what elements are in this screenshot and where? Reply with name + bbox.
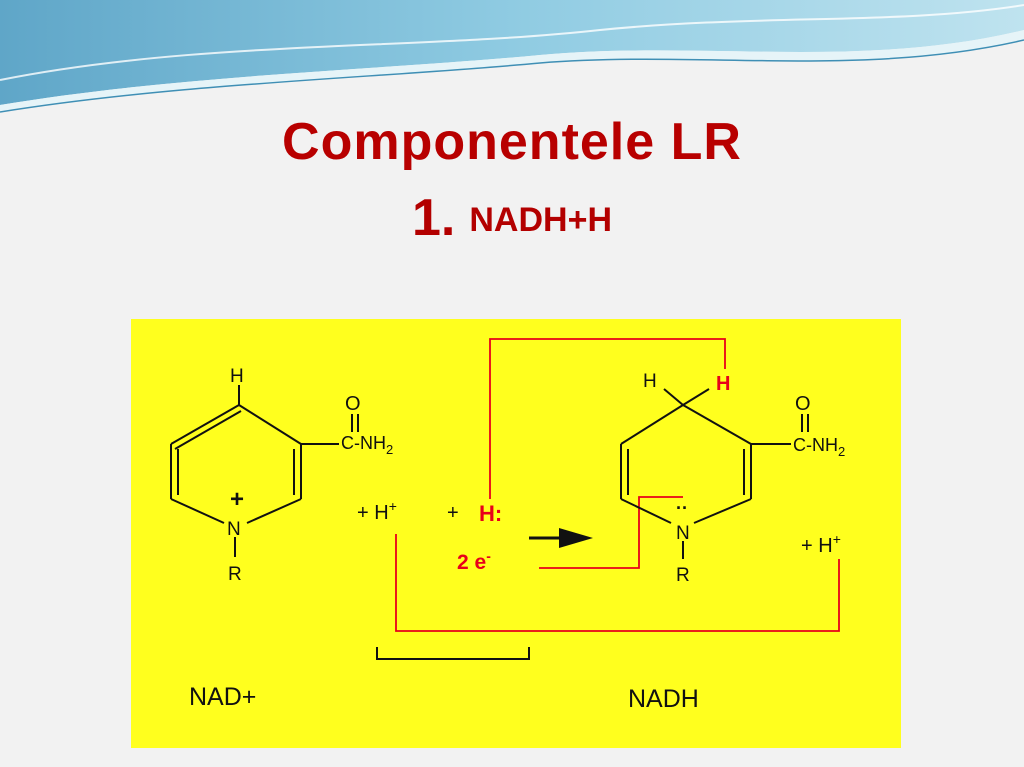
nad-plus-structure — [170, 385, 359, 557]
nadh-structure — [620, 388, 809, 559]
reaction-arrow — [529, 528, 593, 548]
nadh-label: NADH — [628, 685, 699, 713]
nad-nitrogen: N — [227, 519, 241, 540]
nadh-h-black: H — [643, 371, 657, 392]
nadh-oxygen: O — [795, 393, 811, 415]
nad-charge: + — [230, 486, 244, 513]
subtitle-number: 1. — [412, 189, 456, 247]
hydride-ion: H: — [479, 501, 502, 526]
nadh-nitrogen: N — [676, 523, 690, 544]
nad-oxygen: O — [345, 393, 361, 415]
nad-r-group: R — [228, 564, 242, 585]
diagram-background — [131, 319, 901, 748]
nadh-h-red: H — [716, 373, 730, 395]
reactant-bracket — [376, 647, 530, 660]
slide-title: Componentele LR — [282, 113, 742, 171]
header-wave-decoration — [0, 0, 1024, 113]
hydride-plus-sign: + — [447, 502, 459, 524]
two-electrons: 2 e- — [457, 548, 491, 574]
slide-subtitle: 1. NADH+H — [0, 188, 1024, 248]
nad-reduction-diagram: H O C-NH2 + N R NAD+ + H+ + H: 2 e- — [131, 319, 901, 748]
transfer-lines — [395, 338, 840, 632]
nadh-lone-pair: ·· — [676, 498, 688, 518]
nad-h-atom: H — [230, 366, 244, 387]
nad-plus-label: NAD+ — [189, 683, 256, 711]
nadh-r-group: R — [676, 565, 690, 586]
subtitle-text: NADH+H — [469, 201, 612, 239]
